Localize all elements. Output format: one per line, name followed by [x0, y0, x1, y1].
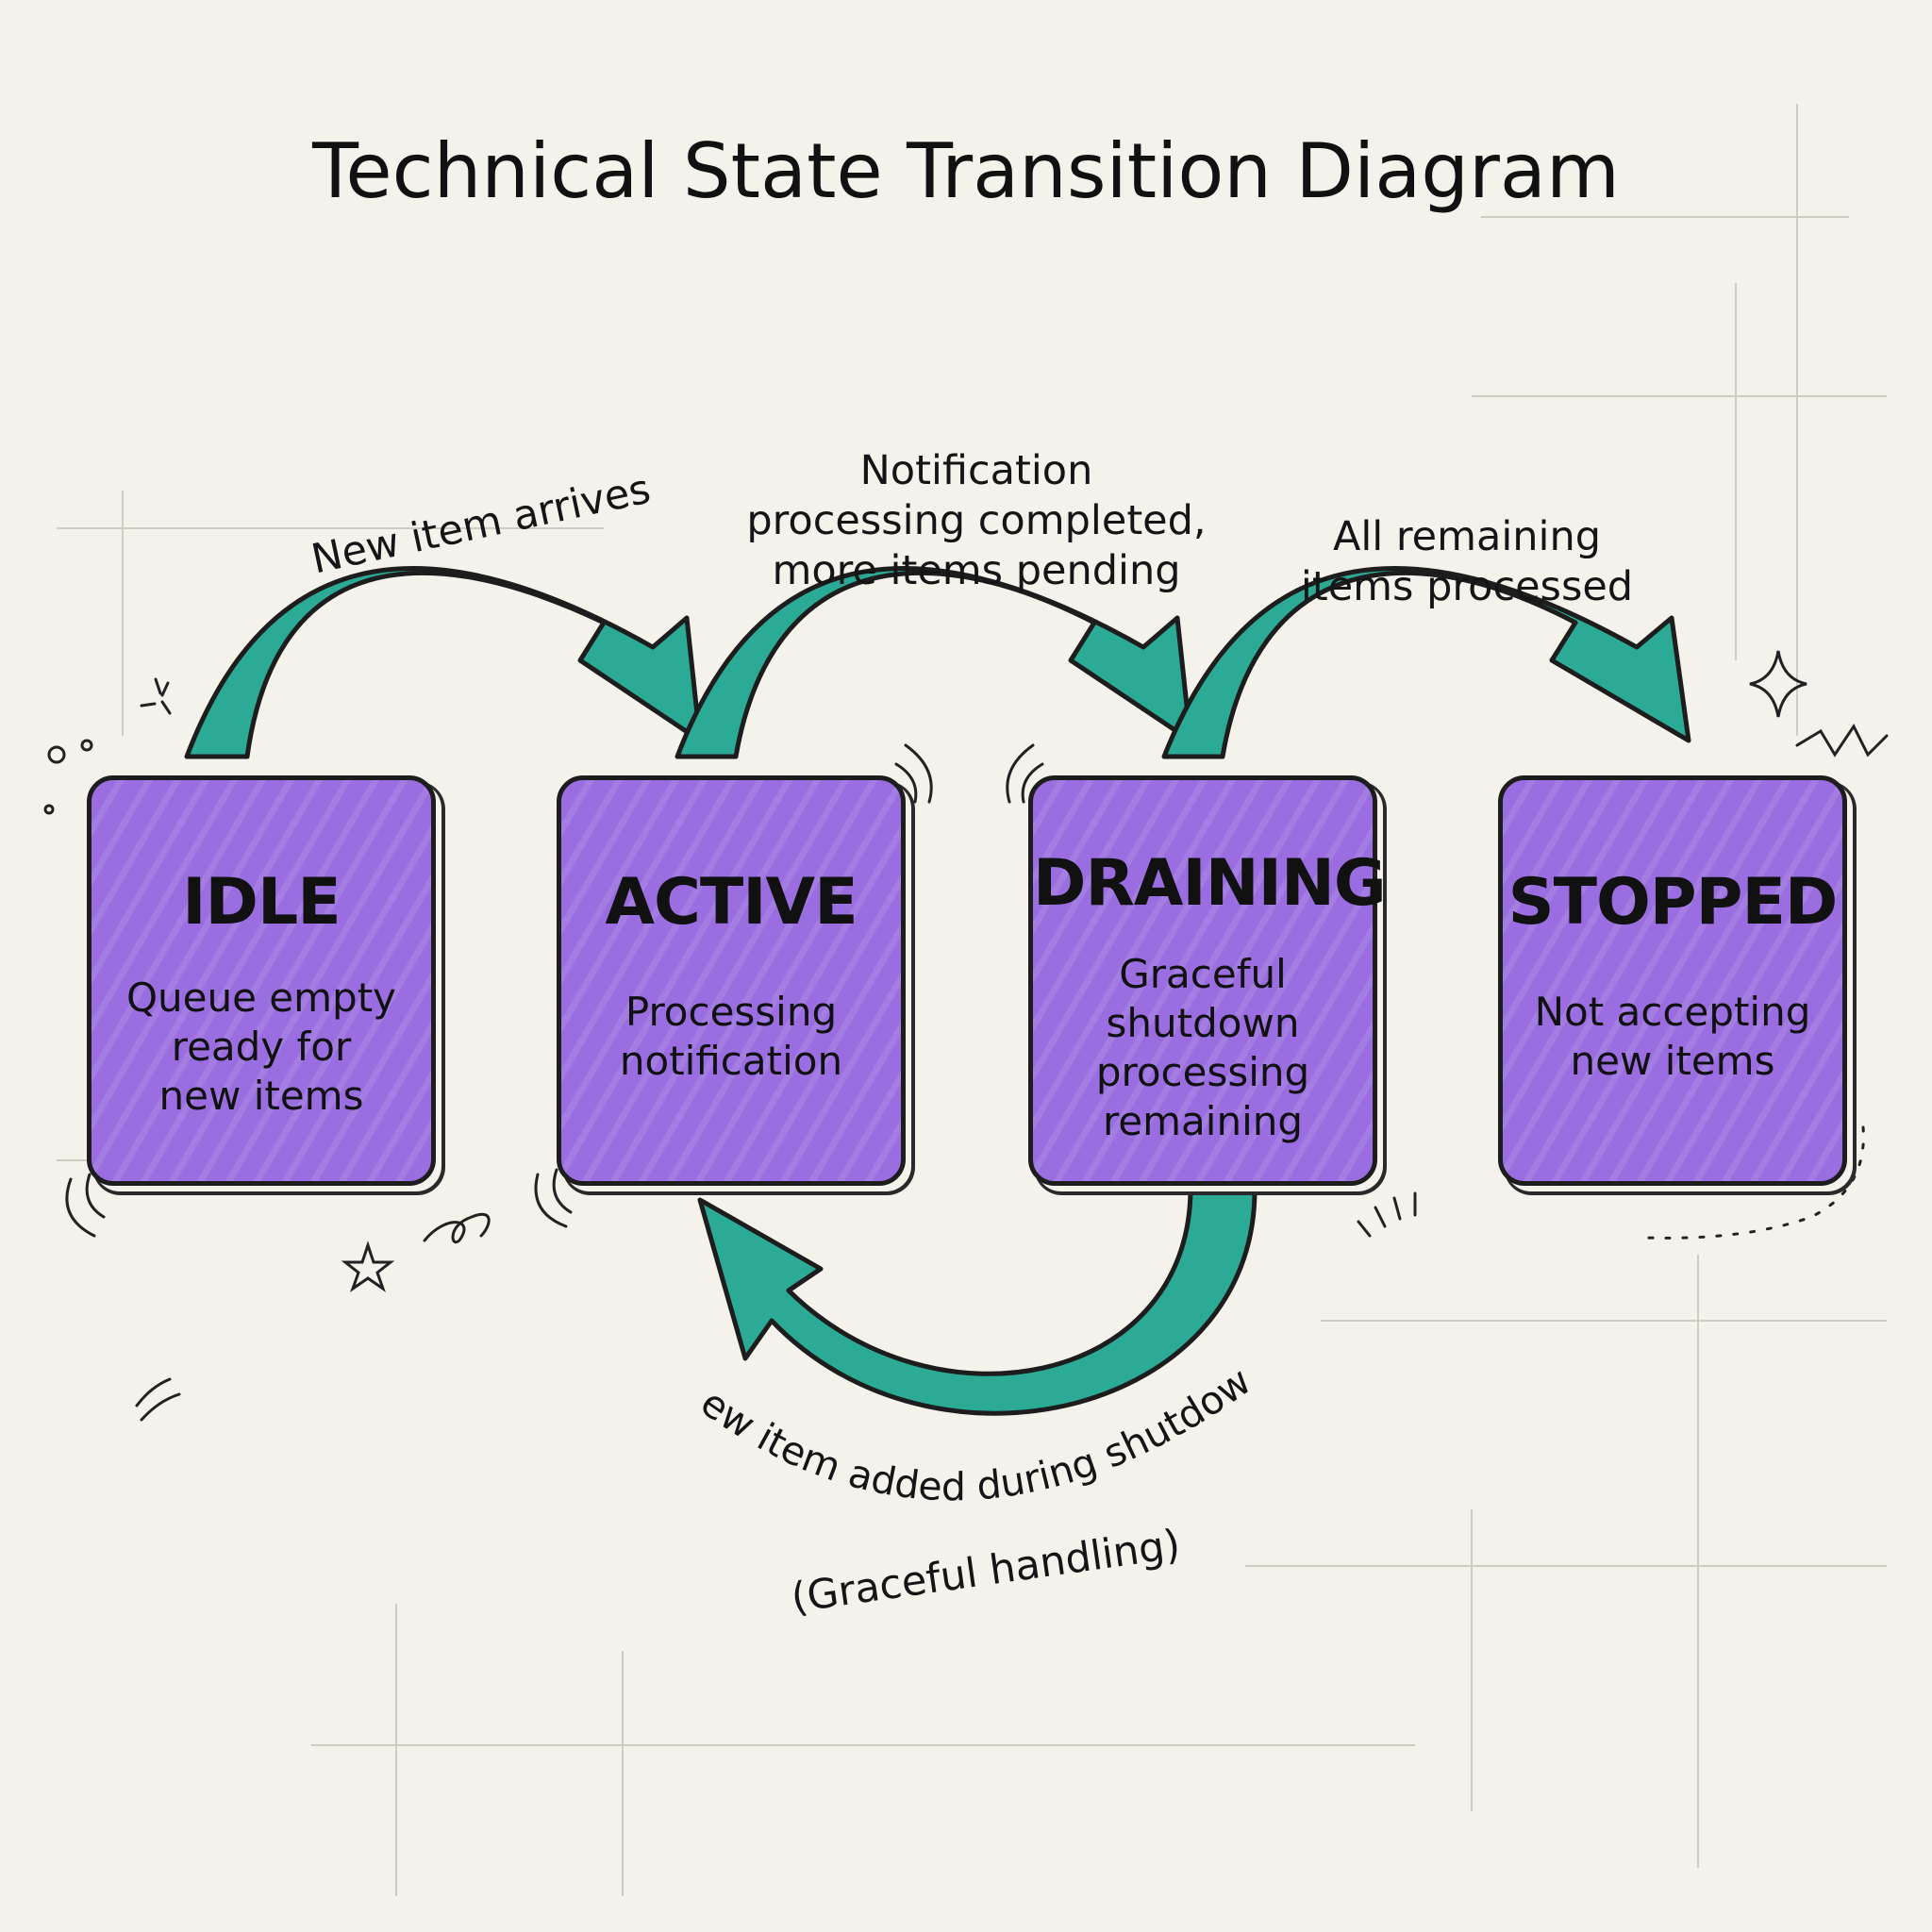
arrow-draining-to-active: [697, 1188, 1257, 1416]
state-description: Queue empty ready for new items: [125, 974, 397, 1119]
edge-label-text: Notification processing completed, more …: [746, 447, 1207, 594]
circle-doodle: [47, 745, 66, 764]
arrow-draining-to-stopped: [1161, 566, 1691, 759]
sparkle-icon: [1749, 650, 1807, 718]
burst-icon: [1795, 724, 1889, 758]
state-stopped: STOPPED Not accepting new items: [1498, 775, 1847, 1186]
state-description: Graceful shutdown processing remaining: [1095, 951, 1310, 1144]
state-description: Processing notification: [619, 989, 843, 1084]
star-icon: [341, 1241, 395, 1292]
diagram-title: Technical State Transition Diagram: [312, 127, 1620, 215]
edge-label-active-to-draining: Notification processing completed, more …: [717, 396, 1236, 596]
state-name: STOPPED: [1507, 865, 1839, 940]
doodles: [43, 650, 1889, 1422]
state-draining: DRAINING Graceful shutdown processing re…: [1028, 775, 1387, 1186]
state-idle: IDLE Queue empty ready for new items: [87, 775, 436, 1186]
arrow-idle-to-active: [184, 566, 703, 759]
arrow-active-to-draining: [675, 566, 1193, 759]
state-description: Not accepting new items: [1534, 989, 1811, 1084]
edge-label-draining-to-stopped: All remaining items processed: [1255, 462, 1679, 612]
state-active: ACTIVE Processing notification: [557, 775, 906, 1186]
transition-arrows: [184, 566, 1691, 1416]
swirl-icon: [423, 1213, 491, 1244]
edge-label-text: All remaining items processed: [1300, 513, 1634, 610]
state-name: IDLE: [182, 865, 341, 940]
state-name: ACTIVE: [605, 865, 858, 940]
state-name: DRAINING: [1033, 846, 1387, 921]
